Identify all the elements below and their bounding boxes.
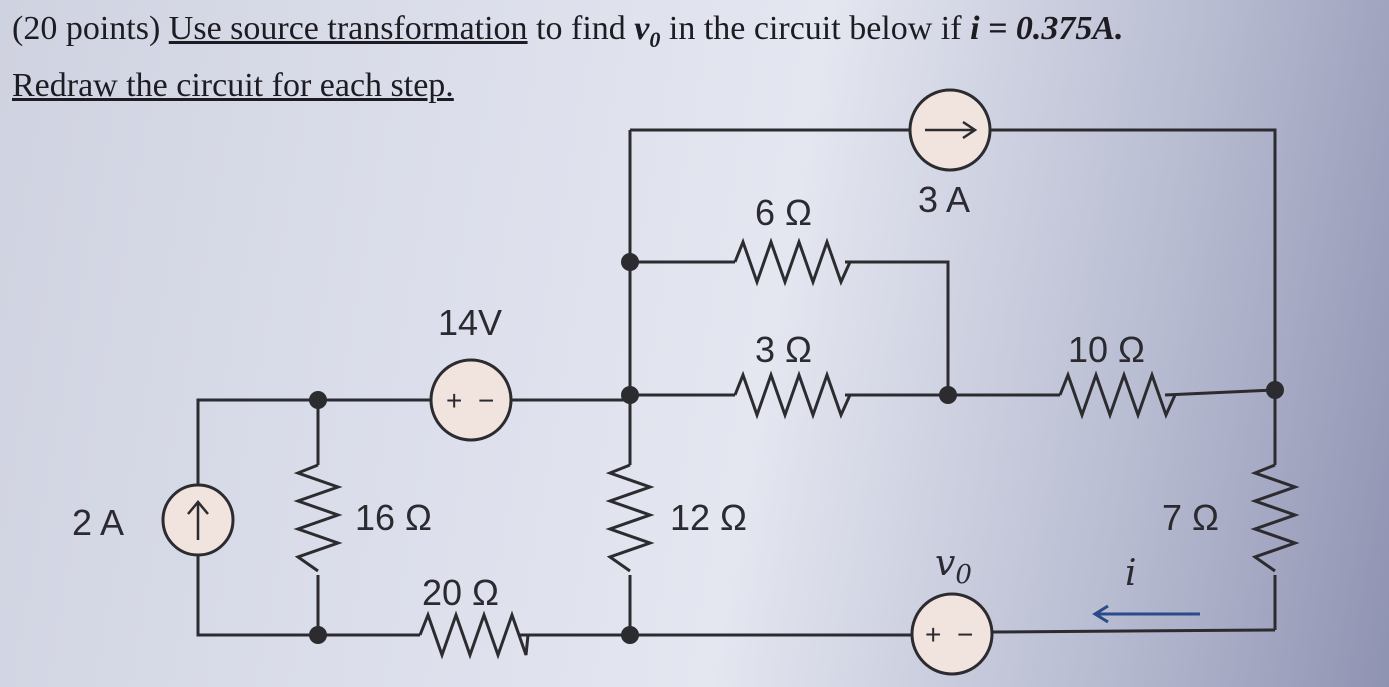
label-i: i [1125,553,1137,594]
arrow-right-icon [925,120,978,140]
minus-sign: − [478,385,494,416]
label-vo: v0 [935,543,972,590]
target-variable: v0 [634,10,661,52]
resistor-10-ohm [1058,370,1177,420]
text-middle: to find [527,10,635,47]
resistor-12-ohm [605,463,655,573]
arrow-left-icon [1092,604,1200,624]
resistor-6-ohm [733,237,852,287]
source-transformation-link[interactable]: Use source transformation [168,10,528,47]
wire-10-right [1164,388,1276,397]
voltage-source-14v: + − [429,358,513,442]
wire-vo-right [991,628,1276,634]
current-condition: i = 0.375A. [970,10,1124,47]
resistor-7-ohm [1250,463,1300,573]
circuit-nodes [309,253,1284,644]
current-source-3a [908,88,992,172]
circuit-wires [196,128,1300,660]
node [621,386,639,404]
plus-sign: + [925,619,941,650]
label-3a: 3 A [918,179,970,220]
wire-3a-right [990,128,1277,390]
problem-statement: (20 points) Use source transformation to… [12,6,1382,109]
label-14v: 14V [438,302,502,343]
label-16-ohm: 16 Ω [355,497,432,538]
label-3-ohm: 3 Ω [755,329,812,370]
label-10-ohm: 10 Ω [1068,329,1145,370]
points-label: (20 points) [12,10,161,47]
node [309,391,327,409]
resistor-20-ohm [418,610,530,660]
label-2a: 2 A [72,502,124,543]
redraw-instruction: Redraw the circuit for each step. [12,66,454,104]
label-7-ohm: 7 Ω [1162,497,1219,538]
label-20-ohm: 20 Ω [422,572,499,613]
node [309,626,327,644]
wire-2a-top [196,398,318,485]
minus-sign: − [957,619,973,650]
plus-sign: + [446,385,462,416]
text-after: in the circuit below if [660,10,971,47]
node [939,386,957,404]
current-source-2a [161,483,235,557]
wire-6-right [845,260,950,395]
node [621,253,639,271]
label-6-ohm: 6 Ω [755,192,812,233]
wire-2a-bottom [196,555,318,637]
node [1266,381,1284,399]
resistor-3-ohm [733,370,852,420]
label-12-ohm: 12 Ω [670,497,747,538]
arrow-up-icon [187,500,209,540]
resistor-16-ohm [293,463,343,573]
node [621,626,639,644]
voltage-source-vo: + − [910,592,994,676]
